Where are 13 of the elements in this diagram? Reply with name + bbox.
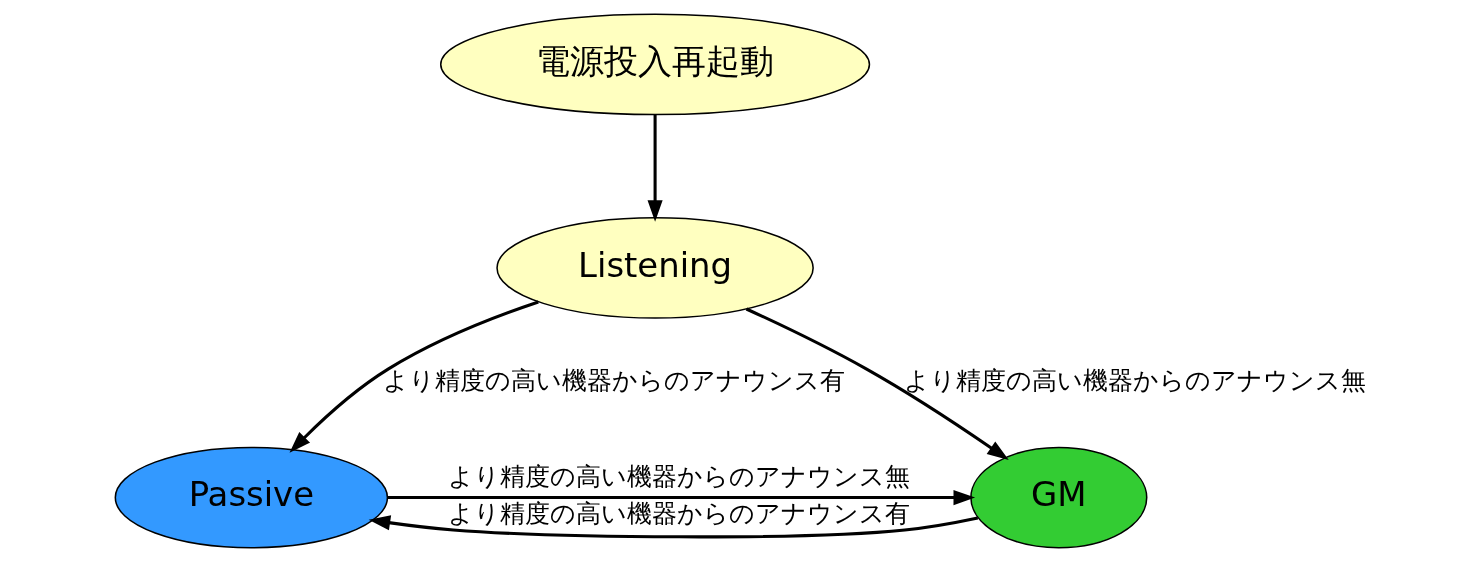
edge-label: より精度の高い機器からのアナウンス無 (904, 365, 1367, 395)
edge-label: より精度の高い機器からのアナウンス有 (448, 498, 911, 528)
node-ellipse: Passive (114, 446, 389, 549)
arrow (647, 115, 663, 222)
arrow (745, 307, 1009, 461)
node-ellipse: Listening (496, 216, 814, 319)
arrow (368, 515, 979, 539)
node-ellipse: 電源投入再起動 (440, 13, 871, 116)
node-ellipse: GM (970, 446, 1148, 549)
arrow (289, 300, 539, 453)
edge-label: より精度の高い機器からのアナウンス有 (383, 365, 846, 395)
edge-label: より精度の高い機器からのアナウンス無 (448, 461, 911, 491)
arrow (387, 490, 976, 506)
